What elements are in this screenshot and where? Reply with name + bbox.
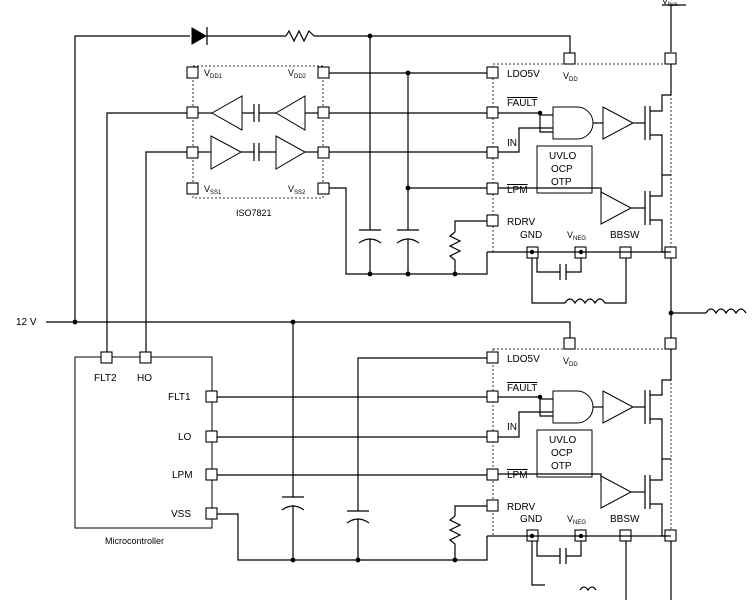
bot-driver-buffer-1: [602, 390, 635, 424]
top-vneg-label: VNEG: [567, 230, 586, 242]
mcu-name-label: Microcontroller: [105, 536, 164, 546]
top-vdd-label: VDD: [563, 71, 578, 83]
bot-gnd-label: GND: [520, 514, 542, 525]
iso-pin-vss2: [317, 182, 330, 195]
top-pin-ldo5v: [486, 66, 499, 79]
bot-pin-fault: [486, 390, 499, 403]
output-inductor: [705, 308, 747, 315]
top-pin-in: [486, 146, 499, 159]
bot-lpm-label: LPM: [507, 470, 528, 481]
iso-buffer-left-1: [210, 95, 243, 131]
iso-pin-out-b: [317, 146, 330, 159]
top-bbsw-inductor: [564, 258, 627, 305]
bot-uvlo-text: UVLO: [549, 435, 576, 446]
mcu-pin-flt2: [100, 351, 113, 364]
top-pin-rdrv: [486, 214, 499, 227]
series-resistor: [285, 29, 315, 43]
bot-and-gate: [552, 390, 594, 424]
bot-rdrv-label: RDRV: [507, 502, 535, 513]
top-pin-vdd: [563, 52, 576, 65]
top-driver-buffer-2: [600, 191, 633, 225]
top-ldo5v-label: LDO5V: [507, 69, 540, 80]
bottom-gate-driver: LDO5V VDD FAULT IN LPM RDRV GND VNEG BBS…: [486, 337, 677, 542]
iso-pin-vdd1: [186, 66, 199, 79]
iso-vdd1-label: VDD1: [204, 68, 223, 80]
bot-vneg-label: VNEG: [567, 514, 586, 526]
iso-buffer-right-1: [275, 95, 306, 131]
vbus-rail: Vbus: [662, 0, 686, 52]
iso-vss1-label: VSS1: [204, 184, 222, 196]
bot-pin-in: [486, 430, 499, 443]
bot-otp-text: OTP: [551, 461, 572, 472]
iso-buffer-left-2: [210, 135, 243, 170]
top-ocp-text: OCP: [551, 164, 573, 175]
bot-pin-ldo5v: [486, 351, 499, 364]
top-driver-buffer-1: [602, 106, 635, 140]
bot-driver-buffer-2: [600, 475, 633, 509]
top-rdrv-resistor: [448, 231, 462, 274]
mcu-pin-lo: [205, 430, 218, 443]
bottom-rdrv-resistor: [448, 515, 462, 560]
iso-vdd2-label: VDD2: [288, 68, 307, 80]
mcu-pin-lpm: [205, 468, 218, 481]
vbus-label: Vbus: [662, 0, 678, 8]
bot-pin-sw: [664, 337, 677, 350]
bot-fault-label: FAULT: [507, 383, 537, 394]
microcontroller: FLT2 HO FLT1 LO LPM VSS Microcontroller: [74, 351, 218, 546]
bot-vdd-label: VDD: [563, 356, 578, 368]
top-protection-block: [536, 145, 593, 194]
iso-pin-vdd2: [317, 66, 330, 79]
diode-symbol: [191, 27, 208, 45]
top-gnd-label: GND: [520, 230, 542, 241]
iso-pin-in-b: [186, 146, 199, 159]
iso-pin-vss1: [186, 182, 199, 195]
top-and-gate: [552, 106, 594, 140]
mcu-lpm-label: LPM: [172, 470, 193, 481]
bot-in-label: IN: [507, 422, 517, 433]
top-lpm-label: LPM: [507, 185, 528, 196]
top-rdrv-label: RDRV: [507, 217, 535, 228]
iso-pin-out-a: [317, 106, 330, 119]
bot-ldo5v-label: LDO5V: [507, 354, 540, 365]
mcu-ho-label: HO: [137, 373, 152, 384]
bot-bbsw-label: BBSW: [610, 514, 640, 525]
mcu-vss-label: VSS: [171, 509, 191, 520]
top-in-label: IN: [507, 138, 517, 149]
iso7821-isolator: VDD1 VDD2 VSS1 VSS2 ISO7821: [186, 65, 330, 218]
iso-pin-in-a: [186, 106, 199, 119]
top-fault-label: FAULT: [507, 98, 537, 109]
top-bbsw-label: BBSW: [610, 230, 640, 241]
top-uvlo-text: UVLO: [549, 151, 576, 162]
supply-12v-label: 12 V: [16, 317, 37, 328]
mcu-pin-vss: [205, 507, 218, 520]
mcu-pin-ho: [139, 351, 152, 364]
bot-ocp-text: OCP: [551, 448, 573, 459]
top-otp-text: OTP: [551, 177, 572, 188]
bot-pin-rdrv: [486, 499, 499, 512]
top-supply-path: [74, 27, 571, 322]
mcu-flt2-label: FLT2: [94, 373, 117, 384]
top-pin-fault: [486, 106, 499, 119]
bot-pin-lpm: [486, 468, 499, 481]
mcu-flt1-label: FLT1: [168, 392, 191, 403]
top-pin-lpm: [486, 182, 499, 195]
bot-pin-vdd: [563, 337, 576, 350]
iso-vss2-label: VSS2: [288, 184, 306, 196]
mcu-lo-label: LO: [178, 432, 192, 443]
top-pin-vbus: [664, 52, 677, 65]
bot-protection-block: [536, 429, 593, 478]
iso-part-label: ISO7821: [236, 208, 272, 218]
iso-buffer-right-2: [275, 135, 307, 170]
top-gate-driver: LDO5V VDD FAULT IN LPM RDRV GND VNEG BBS…: [486, 52, 677, 259]
mcu-pin-flt1: [205, 390, 218, 403]
